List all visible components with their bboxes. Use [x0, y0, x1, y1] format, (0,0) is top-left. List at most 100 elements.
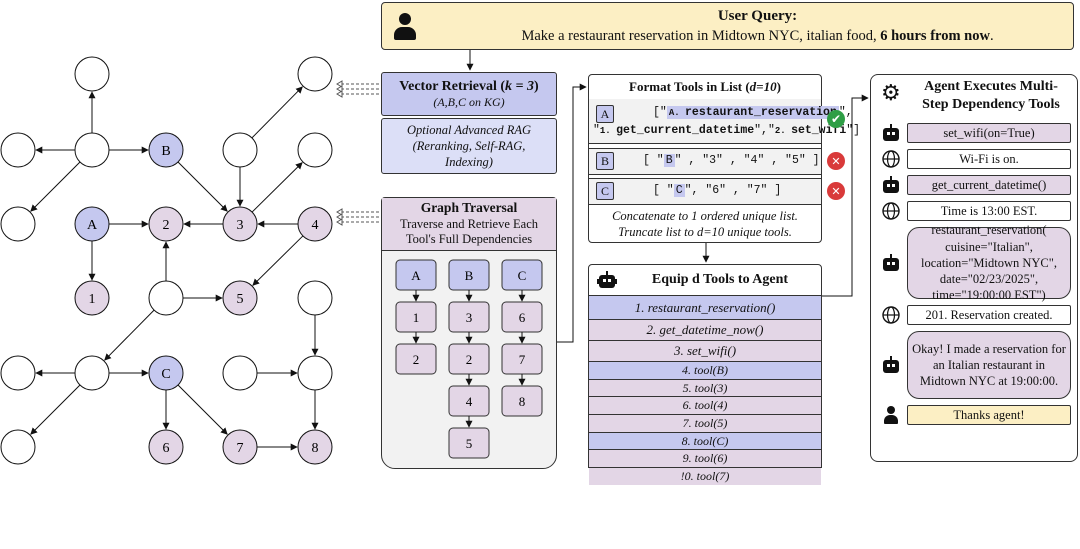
advanced-rag-box: Optional Advanced RAG (Reranking, Self-R…	[381, 118, 557, 174]
robot-icon	[881, 356, 901, 374]
equip-tool-item: 7. tool(5)	[589, 414, 821, 432]
chain-node-label: 2	[466, 352, 473, 367]
globe-icon	[881, 202, 901, 220]
agent-step-text: Thanks agent!	[907, 405, 1071, 425]
dependency-chains: A 1 2 B 3 2 4 5 C 6 7 8	[395, 259, 543, 459]
graph-edge	[252, 235, 304, 286]
agent-step-text: 201. Reservation created.	[907, 305, 1071, 325]
graph-node-label: 1	[89, 292, 96, 307]
x-icon: ✕	[827, 152, 845, 170]
globe-icon	[881, 150, 901, 168]
graph-edge	[251, 86, 303, 139]
graph-node: 7	[222, 429, 258, 465]
graph-node: B	[148, 132, 184, 168]
agent-step: Thanks agent!	[871, 405, 1077, 425]
chain-node: 2	[395, 343, 437, 375]
format-row-c: C [ "C", "6" , "7" ] ✕	[589, 178, 845, 205]
agent-step-text: restaurant_reservation( cuisine="Italian…	[907, 223, 1071, 302]
graph-node-label: 7	[237, 441, 244, 456]
format-tools-box: Format Tools in List (d=10) A ["A. resta…	[588, 74, 860, 243]
graph-node: 1	[74, 280, 110, 316]
tag-a: A	[596, 105, 614, 123]
chain-node: 7	[501, 343, 543, 375]
chain-node: 4	[448, 385, 490, 417]
graph-node	[222, 132, 258, 168]
graph-node	[297, 56, 333, 92]
chain-node: A	[395, 259, 437, 291]
agent-step: set_wifi(on=True)	[871, 123, 1077, 143]
chain-node-label: 8	[519, 394, 526, 409]
format-row-b-text: [ "B" , "3" , "4" , "5" ]	[643, 154, 820, 167]
graph-node	[74, 56, 110, 92]
robot-icon	[881, 254, 901, 272]
agent-step-text: get_current_datetime()	[907, 175, 1071, 195]
agent-step: restaurant_reservation( cuisine="Italian…	[871, 223, 1077, 302]
graph-node: 5	[222, 280, 258, 316]
user-query-box: User Query: Make a restaurant reservatio…	[381, 2, 1074, 50]
chain-node-label: A	[411, 268, 421, 283]
robot-icon	[881, 176, 901, 194]
equip-tool-item: !0. tool(7)	[589, 467, 821, 485]
chain-node-label: 1	[413, 310, 420, 325]
graph-node-label: 5	[237, 292, 244, 307]
graph-node: 2	[148, 206, 184, 242]
graph-node	[148, 280, 184, 316]
chain-node-label: 6	[519, 310, 526, 325]
equip-tool-list: 1. restaurant_reservation()2. get_dateti…	[589, 295, 821, 485]
graph-edge	[177, 161, 228, 212]
graph-node	[0, 132, 36, 168]
format-row-a-line1: ["A. restaurant_reservation",	[653, 106, 853, 119]
chain-node-label: 2	[413, 352, 420, 367]
equip-title: Equip d Tools to Agent	[651, 272, 789, 287]
chain-node: 1	[395, 301, 437, 333]
chain-node-label: 4	[466, 394, 473, 409]
agent-step-text: Wi-Fi is on.	[907, 149, 1071, 169]
equip-tool-item: 1. restaurant_reservation()	[589, 295, 821, 319]
format-row-b: B [ "B" , "3" , "4" , "5" ] ✕	[589, 148, 845, 175]
graph-edge	[251, 162, 303, 213]
agent-step-text: Time is 13:00 EST.	[907, 201, 1071, 221]
graph-node: 6	[148, 429, 184, 465]
chain-node: 2	[448, 343, 490, 375]
graph-node: 8	[297, 429, 333, 465]
graph-node	[297, 280, 333, 316]
graph-node-label: 4	[312, 218, 319, 233]
equip-tool-item: 9. tool(6)	[589, 449, 821, 468]
agent-step: Wi-Fi is on.	[871, 149, 1077, 169]
graph-edge	[177, 384, 228, 435]
agent-step: get_current_datetime()	[871, 175, 1077, 195]
graph-node-label: 3	[237, 218, 244, 233]
equip-tool-item: 3. set_wifi()	[589, 340, 821, 361]
graph-node	[74, 132, 110, 168]
chain-node-label: 5	[466, 436, 473, 451]
format-row-c-text: [ "C", "6" , "7" ]	[653, 184, 782, 197]
equip-tool-item: 4. tool(B)	[589, 361, 821, 379]
graph-node	[222, 355, 258, 391]
user-query-text: Make a restaurant reservation in Midtown…	[521, 28, 994, 44]
graph-node-label: B	[161, 144, 170, 159]
graph-node: 3	[222, 206, 258, 242]
equip-tool-item: 8. tool(C)	[589, 431, 821, 450]
graph-node-label: C	[161, 367, 170, 382]
user-icon	[881, 406, 901, 424]
format-tools-title: Format Tools in List (d=10)	[589, 75, 821, 100]
user-icon	[394, 13, 416, 41]
globe-icon	[881, 306, 901, 324]
x-icon: ✕	[827, 182, 845, 200]
graph-node-label: 2	[163, 218, 170, 233]
graph-node	[0, 206, 36, 242]
chain-node-label: C	[518, 268, 527, 283]
graph-node: C	[148, 355, 184, 391]
graph-node	[0, 355, 36, 391]
chain-node: C	[501, 259, 543, 291]
chain-node: B	[448, 259, 490, 291]
agent-step: 201. Reservation created.	[871, 305, 1077, 325]
agent-executes-title: Agent Executes Multi-Step Dependency Too…	[922, 79, 1060, 112]
vector-retrieval-title: Vector Retrieval (k = 3)	[399, 78, 539, 94]
graph-edge	[30, 161, 81, 212]
chain-node: 3	[448, 301, 490, 333]
chain-node: 5	[448, 427, 490, 459]
